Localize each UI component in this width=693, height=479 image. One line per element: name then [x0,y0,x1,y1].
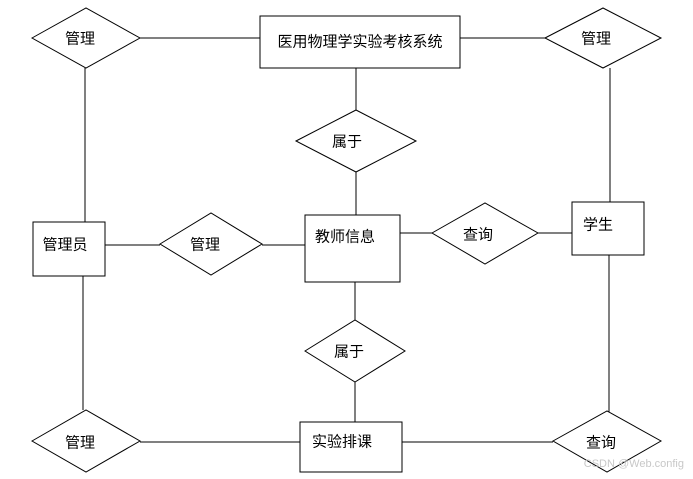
relationship-manage-top-right-label: 管理 [581,30,611,48]
relationship-manage-middle-label: 管理 [190,236,220,254]
relationship-belongs-lower-label: 属于 [334,343,364,361]
entity-admin-box [32,221,106,277]
entity-teacher-info-box [304,214,401,283]
relationship-manage-top-right-diamond [543,7,663,69]
relationship-belongs-upper-label: 属于 [332,133,362,151]
connector-lines [82,37,611,443]
entity-teacher-info-label: 教师信息 [315,228,375,246]
entity-system-box [259,15,461,69]
relationship-manage-top-left-label: 管理 [65,30,95,48]
entity-student-box [571,201,645,256]
node-labels: 医用物理学实验考核系统 管理员 教师信息 学生 实验排课 管理 管理 属于 管理… [42,30,616,452]
relationship-query-bottom-right-label: 查询 [586,434,616,452]
entity-admin-label: 管理员 [42,236,87,254]
watermark-text: CSDN @Web.config [584,458,684,470]
relationship-manage-bottom-left-label: 管理 [65,434,95,452]
entity-student-label: 学生 [583,216,613,234]
relationship-query-middle-label: 查询 [463,226,493,244]
entity-lab-schedule-label: 实验排课 [312,433,372,451]
relationship-manage-middle-diamond [159,212,263,276]
relationship-manage-top-left-diamond [30,7,142,69]
relationship-query-middle-diamond [430,202,540,265]
relationship-belongs-lower-diamond [304,319,406,383]
relationship-query-bottom-right-diamond [551,410,663,473]
entity-lab-schedule-box [299,421,403,473]
relationship-belongs-upper-diamond [294,109,418,173]
relationship-manage-bottom-left-diamond [30,409,142,473]
entity-system-label: 医用物理学实验考核系统 [277,33,442,51]
